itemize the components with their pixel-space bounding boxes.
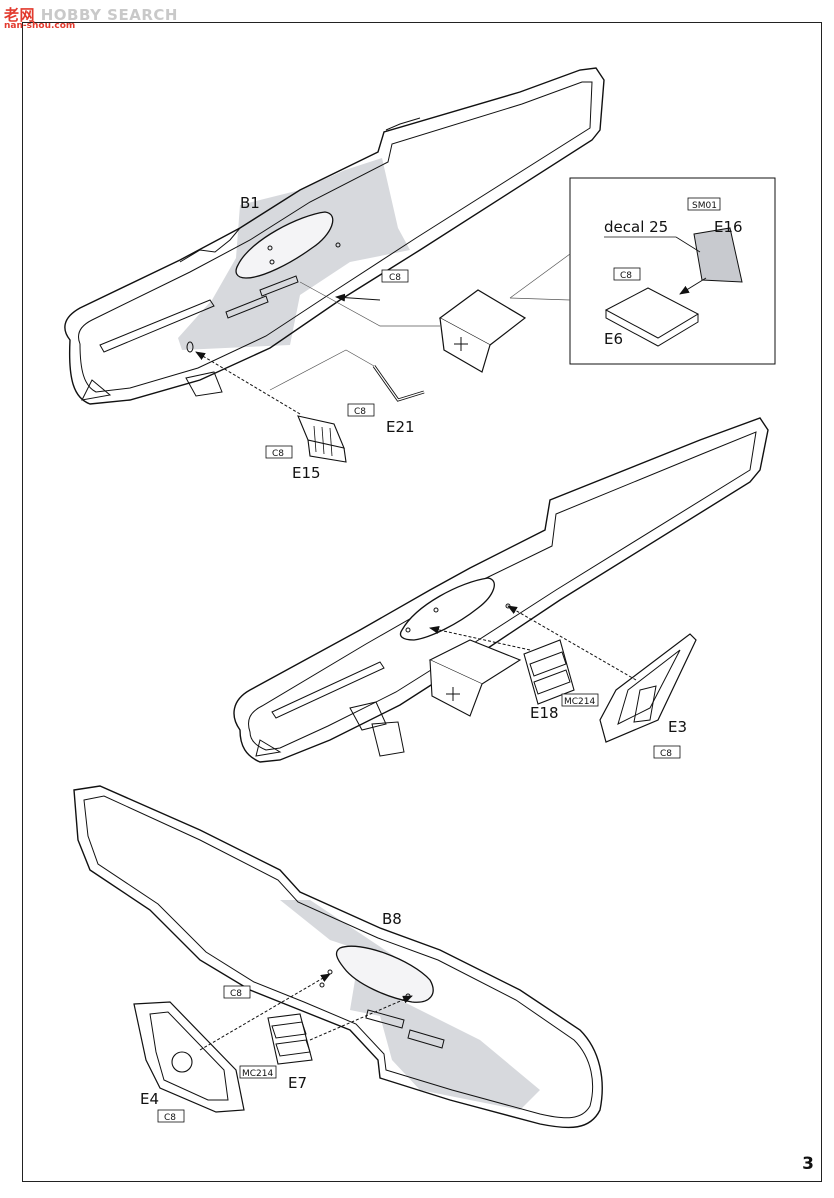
ref-c8-e3: C8 [660, 749, 672, 759]
step3-frame-part: E4 C8 [133, 973, 331, 1123]
inset-box: SM01 E16 decal 25 C8 E6 [509, 177, 776, 365]
ref-mc214-e7: MC214 [242, 1069, 274, 1079]
label-e7: E7 [288, 1074, 307, 1092]
ref-c8-e4: C8 [164, 1113, 176, 1123]
step2-installed-seat [428, 639, 522, 717]
label-e21: E21 [386, 418, 415, 436]
step1-ref-fuselage: C8 [381, 269, 409, 283]
step3-fuselage-half: B8 C8 [73, 785, 603, 1129]
watermark-text: HOBBY SEARCH [40, 6, 178, 24]
step1-pedal-part: C8 E15 [195, 351, 347, 482]
ref-c8-e21: C8 [354, 407, 366, 417]
watermark: 老网 HOBBY SEARCH nan-shou.com [4, 4, 178, 31]
label-e16: E16 [714, 218, 743, 236]
label-e15: E15 [292, 464, 321, 482]
label-e6: E6 [604, 330, 623, 348]
label-e18: E18 [530, 704, 559, 722]
ref-c8-e15: C8 [272, 449, 284, 459]
label-b8: B8 [382, 910, 402, 928]
ref-c8-e6: C8 [620, 271, 632, 281]
label-b1: B1 [240, 194, 260, 212]
step1-fuselage-half [64, 67, 605, 405]
label-e4: E4 [140, 1090, 159, 1108]
ref-sm01: SM01 [692, 201, 717, 211]
step1-seat-part [438, 289, 527, 373]
page-number: 3 [802, 1154, 814, 1174]
step1-label-b1: B1 [240, 194, 260, 212]
step2-fuselage-half [233, 417, 769, 763]
step2-frame-part: E3 C8 [507, 605, 697, 759]
watermark-brand: 老网 [4, 6, 36, 24]
step1-rod-part: C8 E21 [269, 349, 425, 436]
label-decal25: decal 25 [604, 218, 668, 236]
step3-box-part: MC214 E7 [239, 995, 413, 1092]
watermark-url: nan-shou.com [4, 21, 76, 31]
step2-box-part: E18 MC214 [429, 626, 599, 722]
ref-mc214-e18: MC214 [564, 697, 596, 707]
label-e3: E3 [668, 718, 687, 736]
ref-c8-b1: C8 [389, 273, 401, 283]
ref-c8-b8: C8 [230, 989, 242, 999]
